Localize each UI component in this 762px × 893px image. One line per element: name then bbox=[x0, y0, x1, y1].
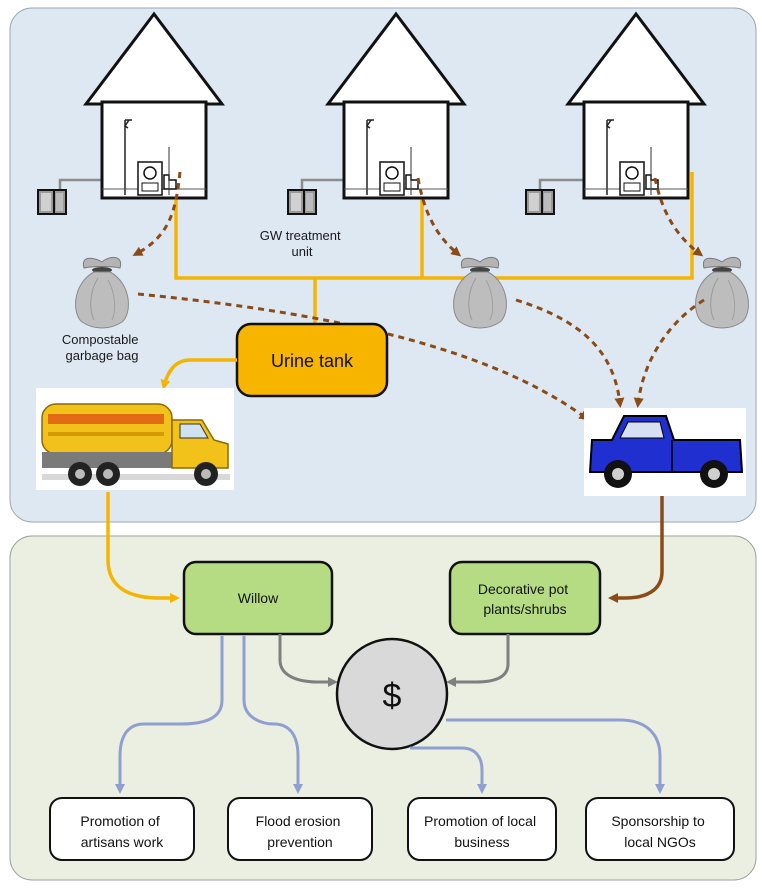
outcome-local-business: Promotion of local business bbox=[407, 797, 557, 861]
gw-treatment-unit-1-icon bbox=[37, 189, 67, 215]
arrow-tanker-to-willow bbox=[106, 492, 180, 603]
arrow-willow-to-money bbox=[278, 634, 338, 687]
compost-arrow-bag3-pickup bbox=[633, 298, 705, 408]
compost-arrow-house2-bag bbox=[416, 177, 462, 257]
money-symbol: $ bbox=[383, 677, 402, 715]
svg-text:Promotion of artisans wo: Promotion of artisans work bbox=[80, 813, 164, 850]
garbage-bag-1-icon bbox=[75, 256, 129, 329]
outcome-artisans: Promotion of artisans work bbox=[49, 797, 195, 861]
svg-text:Flood erosion prevention: Flood erosion prevention bbox=[256, 813, 345, 850]
garbage-bag-label: Compostable garbage bag bbox=[62, 332, 142, 363]
svg-text:Sponsorship to local NGO: Sponsorship to local NGOs bbox=[611, 813, 708, 850]
arrow-tank-to-tanker bbox=[160, 358, 237, 390]
compost-arrow-bag1-pickup bbox=[137, 292, 590, 421]
svg-text:Promotion of local busin: Promotion of local business bbox=[424, 813, 540, 850]
tanker-truck-icon bbox=[36, 388, 234, 490]
pickup-truck-icon bbox=[584, 408, 746, 496]
outcome-local-ngos: Sponsorship to local NGOs bbox=[585, 797, 735, 861]
gw-treatment-unit-2-icon bbox=[287, 189, 317, 215]
willow-label: Willow bbox=[238, 590, 279, 606]
gw-treatment-unit-3-icon bbox=[525, 189, 555, 215]
compost-arrow-house3-bag bbox=[653, 177, 704, 257]
arrow-money-to-ngos bbox=[446, 718, 665, 794]
arrow-pickup-to-plants bbox=[608, 496, 664, 603]
arrow-money-to-business bbox=[410, 746, 487, 794]
garbage-bag-2-icon bbox=[453, 256, 507, 329]
urine-tank-label: Urine tank bbox=[271, 351, 354, 371]
willow-box bbox=[182, 560, 334, 636]
urine-pipe-main bbox=[174, 170, 694, 280]
compost-arrow-house1-bag bbox=[132, 171, 182, 256]
arrow-plants-to-money bbox=[446, 634, 510, 687]
money-circle bbox=[335, 637, 449, 751]
arrow-willow-to-artisans bbox=[115, 636, 224, 794]
arrow-willow-to-flood bbox=[242, 636, 303, 794]
decorative-plants-label: Decorative pot plants/shrubs bbox=[478, 581, 572, 617]
compost-arrow-bag2-pickup bbox=[515, 298, 625, 408]
gw-treatment-label: GW treatment unit bbox=[260, 228, 345, 259]
outcome-flood-erosion: Flood erosion prevention bbox=[227, 797, 373, 861]
decorative-plants-box bbox=[448, 560, 602, 636]
garbage-bag-3-icon bbox=[695, 256, 749, 329]
